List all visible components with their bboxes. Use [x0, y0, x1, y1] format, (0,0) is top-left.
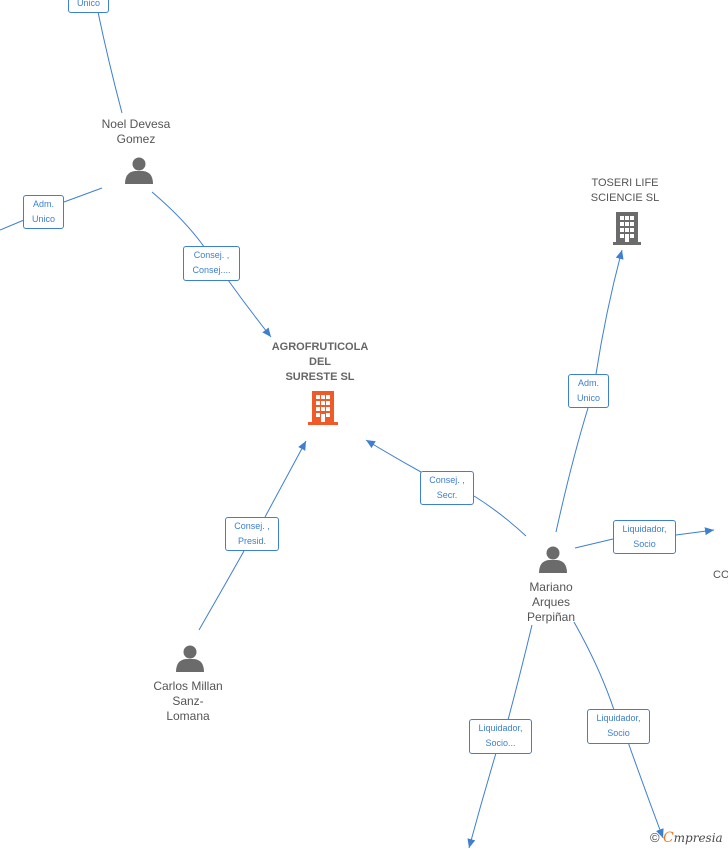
edge-label-consej-carlos-line2: Presid. [237, 536, 266, 546]
edge-top-unico [97, 11, 123, 114]
edge-label-liq-bottom-right-line2: Socio [607, 728, 630, 738]
edge-consej-mariano-a [473, 495, 527, 537]
edge-liq-bottom-left-a [507, 624, 533, 721]
node-agro-name[interactable]: AGROFRUTICOLA DEL SURESTE SL [255, 340, 385, 385]
person-icon-noel [125, 157, 153, 184]
node-mariano-line3: Perpiñan [526, 610, 576, 624]
edge-label-consej-noel[interactable]: Consej. , Consej.... [183, 246, 240, 281]
edge-consej-carlos-b [264, 440, 307, 518]
node-mariano-line1: Mariano [529, 580, 573, 594]
edge-liq-bottom-right-a [573, 621, 615, 711]
node-toseri-line1: TOSERI LIFE [591, 177, 659, 189]
edge-label-liq-right[interactable]: Liquidador, Socio [613, 520, 676, 554]
node-partial-right-name[interactable]: CO [713, 568, 728, 583]
edge-adm-toseri-a [555, 407, 589, 533]
edge-liq-right-b [675, 527, 715, 536]
edge-label-liq-right-line1: Liquidador, [622, 524, 667, 534]
node-partial-right-text: CO [713, 569, 728, 581]
edge-label-consej-carlos-line1: Consej. , [234, 521, 270, 531]
edge-label-liq-right-line2: Socio [633, 539, 656, 549]
edge-label-consej-mariano[interactable]: Consej. , Secr. [420, 471, 474, 505]
edge-label-adm-toseri-line2: Unico [576, 393, 600, 403]
node-toseri-line2: SCIENCIE SL [590, 192, 660, 204]
edge-label-consej-carlos[interactable]: Consej. , Presid. [225, 517, 279, 551]
node-carlos-line1: Carlos Millan [153, 679, 223, 693]
node-mariano-name[interactable]: Mariano Arques Perpiñan [506, 580, 596, 625]
node-carlos-line2: Sanz- [172, 694, 204, 708]
edge-adm-toseri-b [595, 249, 624, 375]
edge-consej-noel-arrow [227, 279, 272, 338]
node-agro-line3: SURESTE SL [285, 371, 355, 383]
edge-label-top-unico-line1: Unico [76, 0, 100, 8]
edge-label-adm-toseri-line1: Adm. [577, 378, 599, 388]
edge-consej-mariano-b [365, 439, 422, 473]
edge-consej-carlos-a [198, 550, 245, 631]
edge-label-liq-bottom-right[interactable]: Liquidador, Socio [587, 709, 650, 744]
building-icon-toseri [613, 212, 641, 245]
edge-label-adm-left-line2: Unico [31, 214, 55, 224]
edge-liq-bottom-left-b [467, 752, 497, 849]
edge-label-liq-bottom-left-line2: Socio... [485, 738, 516, 748]
node-noel-line1: Noel Devesa [101, 117, 171, 131]
person-icon-mariano [539, 546, 567, 573]
edge-label-adm-left[interactable]: Adm. Unico [23, 195, 64, 229]
node-noel-name[interactable]: Noel Devesa Gomez [86, 117, 186, 147]
edge-label-consej-mariano-line2: Secr. [436, 490, 458, 500]
person-icon-carlos [176, 645, 204, 672]
edge-label-consej-noel-line2: Consej.... [192, 265, 231, 275]
building-icon-agro [308, 391, 338, 425]
node-noel-line2: Gomez [116, 132, 156, 146]
node-mariano-line2: Arques [531, 595, 571, 609]
edge-liq-right-a [574, 538, 614, 549]
edge-label-liq-bottom-right-line1: Liquidador, [596, 713, 641, 723]
node-agro-line2: DEL [309, 356, 331, 368]
edge-label-consej-noel-line1: Consej. , [193, 250, 230, 260]
node-agro-line1: AGROFRUTICOLA [271, 341, 369, 353]
edge-adm-left [0, 187, 103, 231]
edge-label-adm-left-line1: Adm. [32, 199, 54, 209]
edge-label-top-unico[interactable]: Unico [68, 0, 109, 13]
brand-logo-text: mpresia [673, 831, 723, 845]
edge-label-liq-bottom-left[interactable]: Liquidador, Socio... [469, 719, 532, 754]
copyright-icon: © [650, 830, 660, 845]
edge-label-consej-mariano-line1: Consej. , [429, 475, 465, 485]
brand-logo-letter: C [662, 830, 674, 846]
edge-label-adm-toseri[interactable]: Adm. Unico [568, 374, 609, 408]
edge-label-liq-bottom-left-line1: Liquidador, [478, 723, 523, 733]
node-toseri-name[interactable]: TOSERI LIFE SCIENCIE SL [570, 176, 680, 206]
node-carlos-name[interactable]: Carlos Millan Sanz- Lomana [138, 679, 238, 724]
edge-consej-noel [151, 191, 206, 249]
brand-watermark: © Cmpresia [650, 830, 723, 846]
edge-liq-bottom-right-b [627, 741, 664, 839]
node-carlos-line3: Lomana [166, 709, 210, 723]
